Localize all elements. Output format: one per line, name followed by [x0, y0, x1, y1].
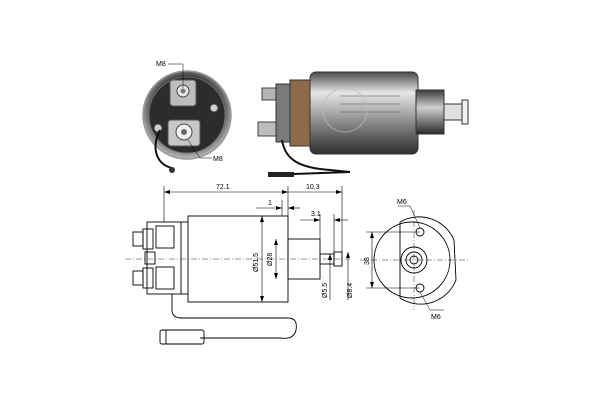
dim-plunger-length-label: 10.3: [306, 184, 320, 191]
dim-plunger-diameter: Ø5.5: [322, 254, 332, 300]
dim-overall-length-label: 72.1: [216, 184, 230, 191]
dim-bolt-spacing-label: 38: [364, 257, 371, 265]
dim-stroke-label: 3.1: [311, 211, 321, 218]
dim-overall-length: 72.1: [163, 184, 289, 222]
dim-neck-diameter: Ø28: [267, 239, 278, 279]
m6-top-label: M6: [397, 199, 407, 206]
m6-bottom-label: M6: [431, 314, 441, 321]
photo-m8-top-callout: M8: [156, 61, 184, 88]
photo-m8-top-label: M8: [156, 61, 166, 68]
drawing-side-view: [125, 215, 350, 345]
m6-top-callout: M6: [397, 199, 421, 229]
dim-plunger-diameter-label: Ø5.5: [322, 283, 329, 298]
dim-stroke: 3.1: [300, 211, 348, 254]
photo-side-view: [257, 71, 469, 177]
drawing-end-view: [360, 210, 470, 310]
photo-end-view: [142, 70, 232, 173]
dim-plunger-head-diameter: Ø8.4: [346, 252, 354, 300]
photo-m8-bottom-label: M8: [213, 156, 223, 163]
m6-bottom-callout: M6: [419, 291, 444, 321]
dim-neck-diameter-label: Ø28: [267, 253, 274, 266]
dim-plunger-length: 10.3: [288, 184, 343, 252]
dim-flange-gap: 1: [256, 200, 300, 216]
dim-plunger-head-diameter-label: Ø8.4: [347, 283, 354, 298]
photo-m8-bottom-callout: M8: [187, 139, 223, 163]
dim-body-diameter: Ø51.5: [253, 216, 264, 302]
dim-body-diameter-label: Ø51.5: [253, 253, 260, 272]
dim-flange-gap-label: 1: [268, 200, 272, 207]
dim-bolt-spacing: 38: [364, 231, 420, 289]
